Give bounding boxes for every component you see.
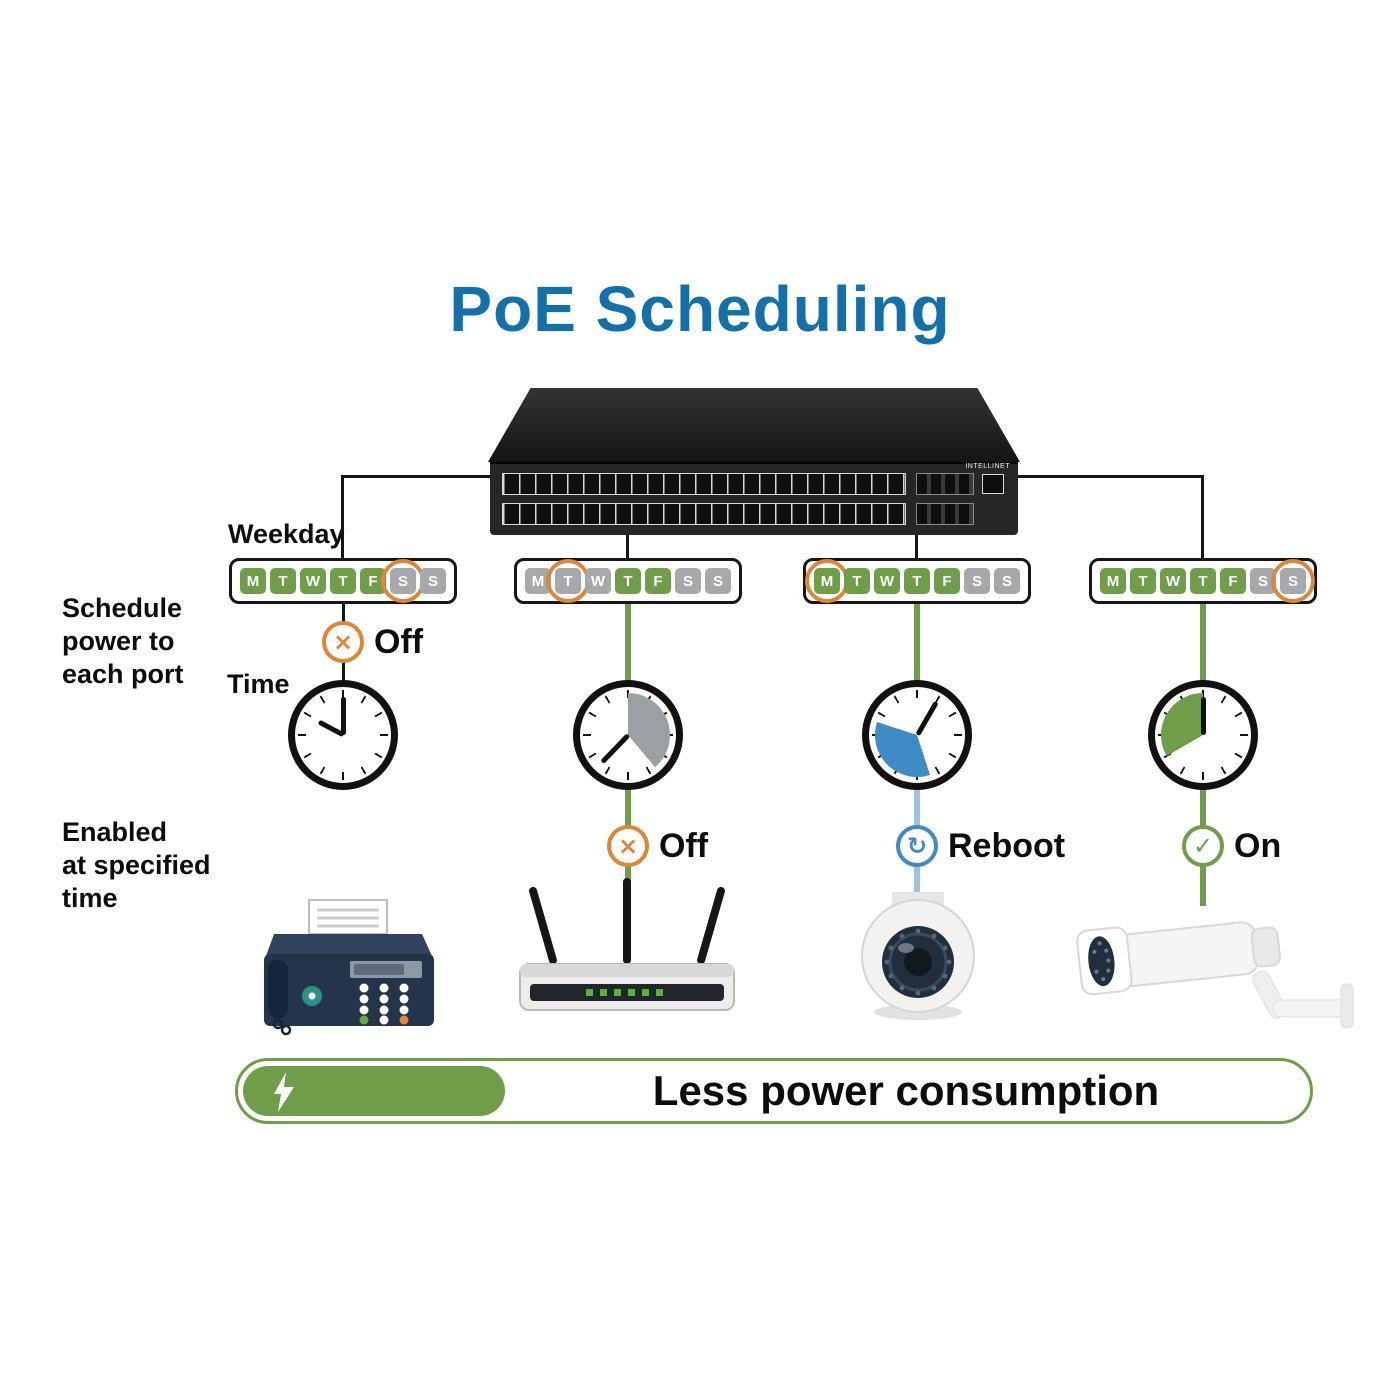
weekday-bar-1: M T W T F S S [229, 558, 457, 604]
enabled-label-line: Enabled [62, 817, 168, 847]
action-label: On [1234, 826, 1282, 865]
connector-col3-mid [914, 602, 920, 682]
action-off-1: × Off [322, 621, 423, 663]
switch-brand-label: INTELLINET [965, 463, 1010, 470]
day-cell: W [1160, 568, 1186, 594]
page-title: PoE Scheduling [449, 273, 951, 345]
schedule-label: Schedule power to each port [62, 592, 184, 691]
day-cell: S [994, 568, 1020, 594]
connector-right-horizontal [1015, 475, 1204, 478]
lightning-bolt-icon [274, 1072, 294, 1112]
battery-gauge-fill [243, 1066, 505, 1116]
switch-front-panel: INTELLINET [490, 462, 1018, 535]
day-cell: W [585, 568, 611, 594]
day-cell: W [874, 568, 900, 594]
connector-left-horizontal [343, 475, 493, 478]
weekday-label: Weekday [228, 519, 345, 549]
connector-col2-mid [625, 602, 631, 682]
day-cell: F [645, 568, 671, 594]
reboot-icon: ↻ [896, 825, 938, 867]
day-cell: W [300, 568, 326, 594]
bullet-camera-image [1055, 884, 1355, 1034]
day-cell: S [964, 568, 990, 594]
day-cell: S [390, 568, 416, 594]
action-label: Off [374, 622, 424, 661]
enabled-label-line: time [62, 883, 118, 913]
clock-3 [862, 680, 972, 790]
connector-col3-top [915, 528, 918, 560]
schedule-label-line: power to [62, 626, 175, 656]
weekday-bar-2: M T W T F S S [514, 558, 742, 604]
enabled-label: Enabled at specified time [62, 816, 211, 915]
sfp-slots [916, 473, 974, 495]
clock-2 [573, 680, 683, 790]
day-cell: T [904, 568, 930, 594]
day-cell: T [330, 568, 356, 594]
x-glyph: × [332, 628, 354, 656]
clock-4 [1148, 680, 1258, 790]
day-cell: M [240, 568, 266, 594]
x-glyph: × [617, 832, 639, 860]
action-on: ✓ On [1182, 825, 1281, 867]
sfp-slots [916, 503, 974, 525]
reboot-arrow-glyph: ↻ [906, 832, 928, 860]
day-cell: F [1220, 568, 1246, 594]
day-cell: M [1100, 568, 1126, 594]
rj45-port-row [502, 473, 906, 495]
clock-minute-hand [340, 697, 346, 735]
connector-col2-lower-a [625, 788, 631, 826]
off-icon: × [607, 825, 649, 867]
action-label: Off [659, 826, 709, 865]
day-cell: S [1280, 568, 1306, 594]
off-icon: × [322, 621, 364, 663]
day-cell: S [420, 568, 446, 594]
check-icon: ✓ [1182, 825, 1224, 867]
switch-top-face [488, 388, 1020, 462]
fax-machine-image [252, 898, 442, 1038]
clock-1 [288, 680, 398, 790]
time-label: Time [227, 669, 290, 699]
day-cell: M [814, 568, 840, 594]
day-cell: F [934, 568, 960, 594]
day-cell: T [1130, 568, 1156, 594]
weekday-bar-3: M T W T F S S [803, 558, 1031, 604]
connector-col1-top [341, 475, 344, 560]
day-cell: T [615, 568, 641, 594]
day-cell: S [675, 568, 701, 594]
enabled-label-line: at specified [62, 850, 211, 880]
clock-minute-hand [1200, 697, 1206, 735]
connector-col4-lower-a [1200, 788, 1206, 826]
action-reboot: ↻ Reboot [896, 825, 1065, 867]
dome-camera-image [838, 892, 998, 1022]
action-label: Reboot [948, 826, 1066, 865]
power-consumption-banner: Less power consumption [235, 1058, 1313, 1124]
wireless-router-image [512, 876, 742, 1026]
schedule-label-line: Schedule [62, 593, 183, 623]
connector-col3-lower-a [914, 788, 920, 826]
action-off-2: × Off [607, 825, 708, 867]
connector-col3-lower-b [914, 866, 920, 906]
day-cell: S [705, 568, 731, 594]
connector-col4-lower-b [1200, 866, 1206, 906]
check-glyph: ✓ [1192, 832, 1214, 860]
banner-label: Less power consumption [652, 1067, 1160, 1114]
weekday-bar-4: M T W T F S S [1089, 558, 1317, 604]
day-cell: T [1190, 568, 1216, 594]
poe-switch-image: INTELLINET [488, 388, 1020, 535]
connector-col4-top [1201, 475, 1204, 560]
uplink-port [982, 474, 1004, 494]
day-cell: T [844, 568, 870, 594]
day-cell: T [555, 568, 581, 594]
connector-col2-top [626, 528, 629, 560]
connector-col4-mid [1200, 602, 1206, 682]
rj45-port-row [502, 503, 906, 525]
day-cell: T [270, 568, 296, 594]
schedule-label-line: each port [62, 659, 184, 689]
